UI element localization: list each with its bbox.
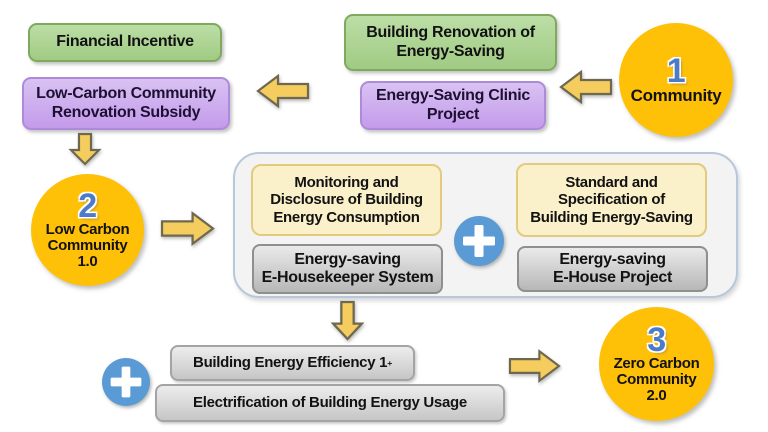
e-house-project-box: Energy-saving E-House Project xyxy=(517,246,708,292)
building-energy-efficiency-text: Building Energy Efficiency 1 xyxy=(193,354,388,372)
building-energy-efficiency-box: Building Energy Efficiency 1+ xyxy=(170,345,415,381)
arrow-upgrade-to-stage3-right-icon xyxy=(508,349,561,383)
stage1-label: Community xyxy=(630,85,722,105)
stage3-zero-carbon-circle: 3 Zero Carbon Community 2.0 xyxy=(599,307,714,421)
stage3-label: Zero Carbon Community 2.0 xyxy=(613,354,700,405)
arrow-community-to-clinic-left-icon xyxy=(559,69,613,105)
arrow-clinic-to-subsidy-left-icon xyxy=(256,73,310,109)
combine-programs-plus-icon xyxy=(454,216,504,266)
stage2-low-carbon-circle: 2 Low Carbon Community 1.0 xyxy=(31,174,144,286)
combine-upgrades-plus-icon xyxy=(102,358,150,406)
monitoring-disclosure-box: Monitoring and Disclosure of Building En… xyxy=(251,164,442,236)
standard-specification-box: Standard and Specification of Building E… xyxy=(516,163,707,237)
arrow-stage2-to-programs-right-icon xyxy=(160,210,215,247)
clinic-project-box: Energy-Saving Clinic Project xyxy=(360,81,546,130)
financial-incentive-box: Financial Incentive xyxy=(28,23,222,62)
stage1-community-circle: 1 Community xyxy=(619,23,733,137)
arrow-subsidy-to-stage2-down-icon xyxy=(68,132,102,166)
stage2-label: Low Carbon Community 1.0 xyxy=(45,220,130,271)
renovation-subsidy-box: Low-Carbon Community Renovation Subsidy xyxy=(22,77,230,130)
stage2-number: 2 xyxy=(78,186,97,225)
stage3-number: 3 xyxy=(647,320,666,359)
stage1-number: 1 xyxy=(666,51,686,90)
e-housekeeper-box: Energy-saving E-Housekeeper System xyxy=(252,244,443,294)
building-renovation-box: Building Renovation of Energy-Saving xyxy=(344,14,557,71)
electrification-box: Electrification of Building Energy Usage xyxy=(155,384,505,422)
arrow-programs-to-upgrade-down-icon xyxy=(330,300,365,341)
